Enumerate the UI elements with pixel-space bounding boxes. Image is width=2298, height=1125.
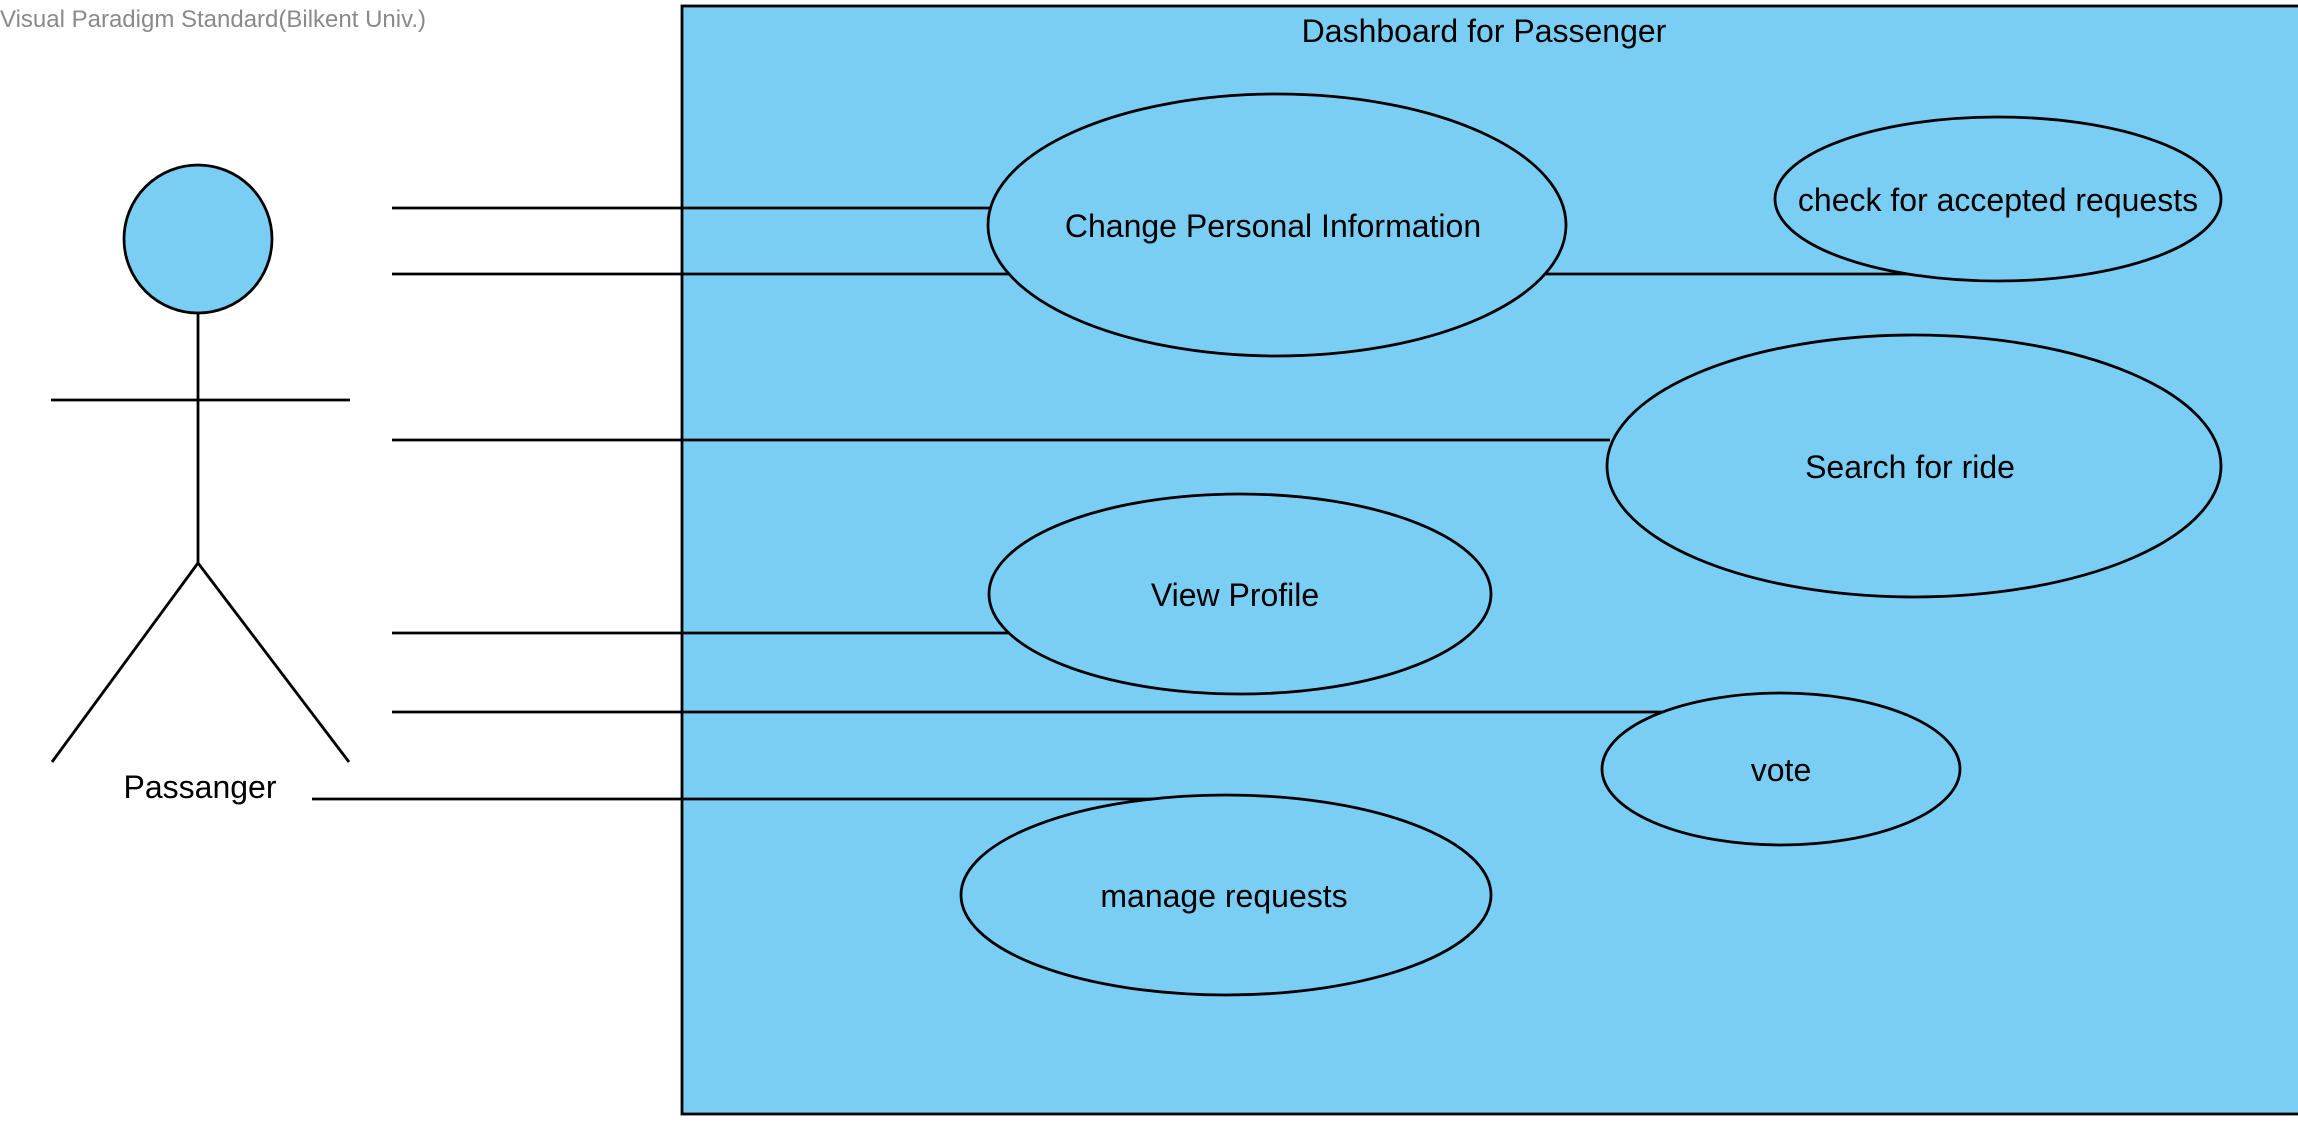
- actor-name: Passanger: [124, 769, 277, 805]
- actor-head: [122, 163, 274, 315]
- use-case-label: Change Personal Information: [1065, 208, 1481, 244]
- use-case-search-for-ride[interactable]: Search for ride: [1605, 333, 2223, 599]
- use-case-label: vote: [1751, 752, 1811, 788]
- use-case-check-for-accepted-requests[interactable]: check for accepted requests: [1773, 115, 2223, 283]
- system-title: Dashboard for Passenger: [1302, 13, 1667, 49]
- use-case-change-personal-information[interactable]: Change Personal Information: [986, 92, 1568, 358]
- actor-right-leg: [196, 562, 351, 763]
- use-case-ellipse[interactable]: [987, 492, 1493, 696]
- use-case-ellipse[interactable]: [1773, 115, 2223, 283]
- actor-left-leg: [50, 562, 200, 763]
- use-case-ellipse[interactable]: [1605, 333, 2223, 599]
- use-case-label: manage requests: [1100, 878, 1347, 914]
- use-case-label: check for accepted requests: [1798, 182, 2198, 218]
- use-case-vote[interactable]: vote: [1600, 691, 1962, 847]
- actor-passanger[interactable]: Passanger: [50, 163, 351, 805]
- use-case-label: Search for ride: [1805, 449, 2015, 485]
- use-case-ellipse[interactable]: [986, 92, 1568, 358]
- use-case-manage-requests[interactable]: manage requests: [959, 793, 1493, 997]
- use-case-view-profile[interactable]: View Profile: [987, 492, 1493, 696]
- use-case-label: View Profile: [1151, 577, 1319, 613]
- use-case-ellipse[interactable]: [1600, 691, 1962, 847]
- use-case-ellipse[interactable]: [959, 793, 1493, 997]
- watermark: Visual Paradigm Standard(Bilkent Univ.): [0, 6, 426, 33]
